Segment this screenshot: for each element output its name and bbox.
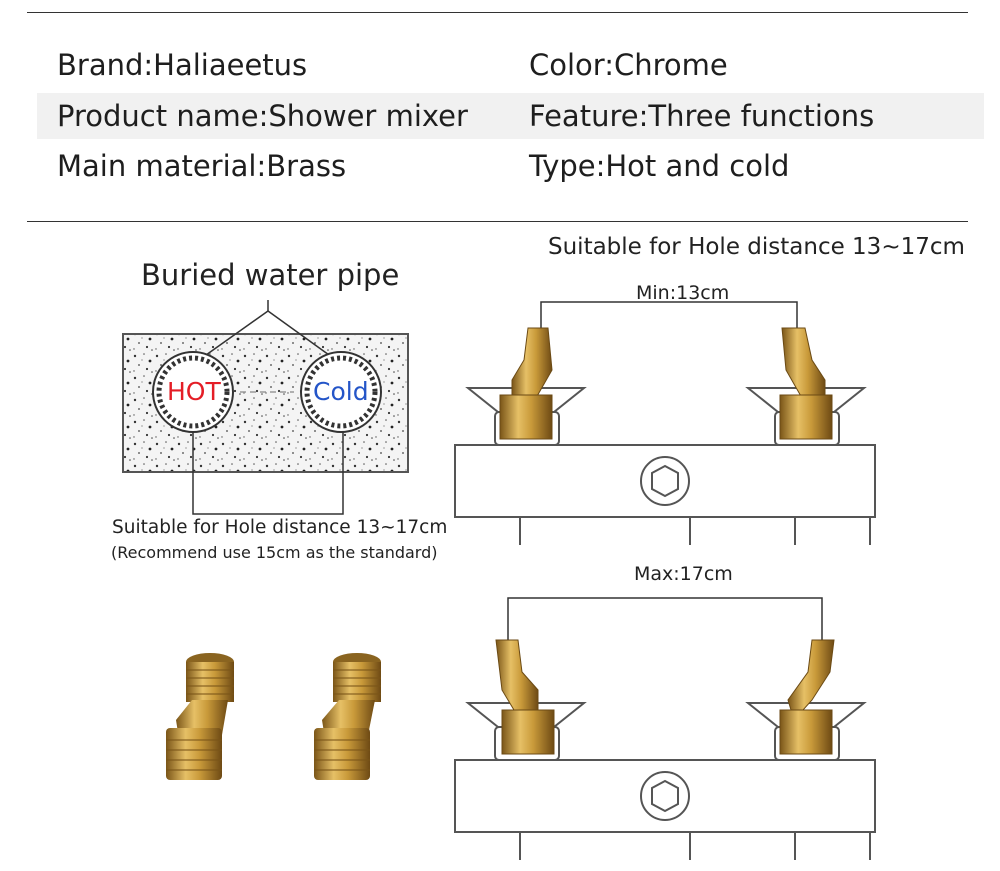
spec-product-name: Product name:Shower mixer <box>57 99 468 133</box>
hot-pipe-icon <box>152 351 234 433</box>
cold-label: Cold <box>313 377 369 406</box>
pipe-recommend-note: (Recommend use 15cm as the standard) <box>111 543 438 562</box>
cold-pipe-icon <box>300 351 382 433</box>
max-distance-label: Max:17cm <box>634 563 733 585</box>
spec-material: Main material:Brass <box>57 149 347 183</box>
brass-adapter-left-icon <box>166 653 234 780</box>
spec-type: Type:Hot and cold <box>529 149 790 183</box>
mixer-diagram-max <box>454 597 876 860</box>
pipe-hole-distance-note: Suitable for Hole distance 13~17cm <box>112 517 448 538</box>
min-distance-label: Min:13cm <box>636 282 730 304</box>
buried-pipe-title: Buried water pipe <box>141 258 400 292</box>
top-divider <box>27 12 968 13</box>
spec-brand: Brand:Haliaeetus <box>57 48 308 82</box>
spec-color: Color:Chrome <box>529 48 728 82</box>
middle-divider <box>27 221 968 222</box>
mixer-hole-distance-title: Suitable for Hole distance 13~17cm <box>548 234 965 260</box>
hot-label: HOT <box>167 377 221 406</box>
spec-row-3: Main material:Brass Type:Hot and cold <box>37 143 984 189</box>
spec-row-2: Product name:Shower mixer Feature:Three … <box>37 93 984 139</box>
mixer-diagram-min <box>454 301 876 545</box>
brass-adapter-right-icon <box>314 653 381 780</box>
spec-row-1: Brand:Haliaeetus Color:Chrome <box>37 42 984 88</box>
wall-block <box>122 300 409 515</box>
spec-feature: Feature:Three functions <box>529 99 875 133</box>
